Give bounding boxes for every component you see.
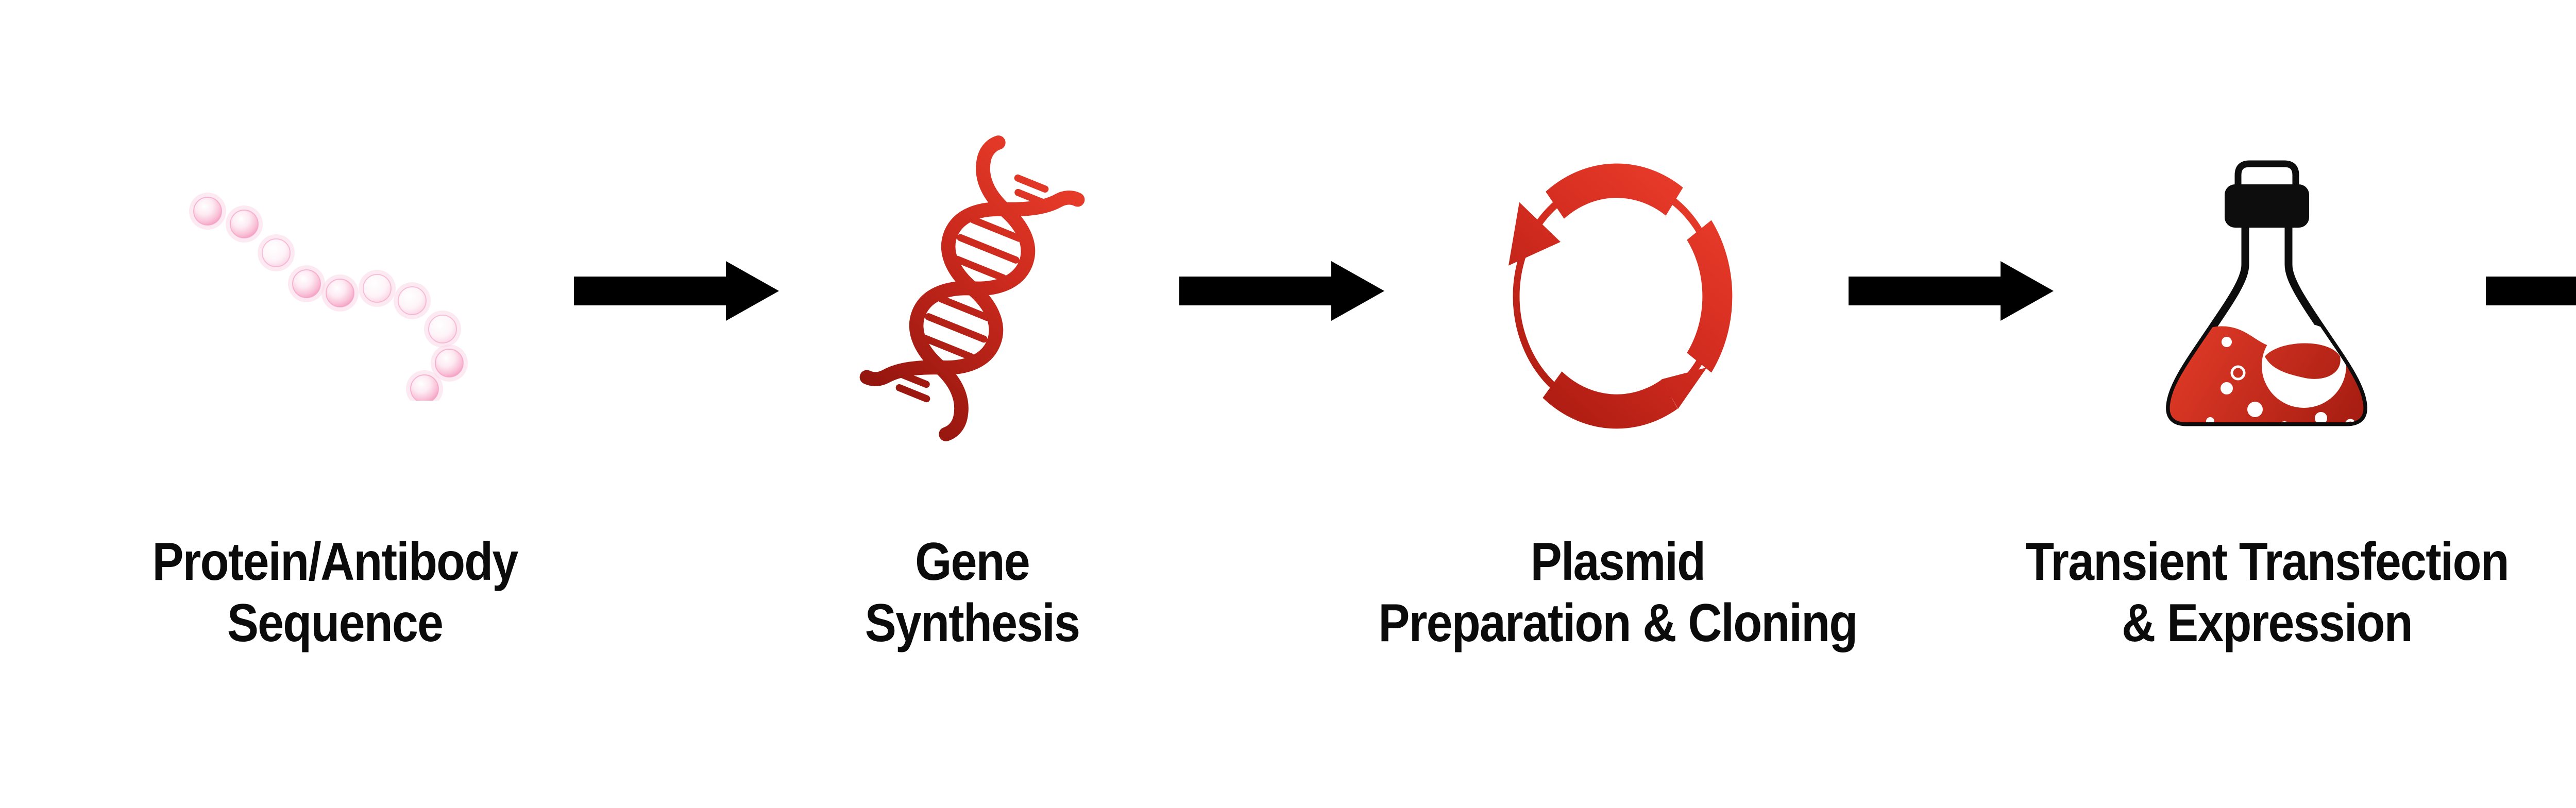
step-label: Protein/Antibody Sequence xyxy=(152,531,518,654)
culture-flask-icon xyxy=(2166,160,2367,426)
step-label: Transient Transfection & Expression xyxy=(2025,531,2510,654)
plasmid-circle-icon xyxy=(1509,163,1733,429)
step-label-line2: Sequence xyxy=(227,593,444,653)
step-label-line1: Transient Transfection xyxy=(2025,532,2510,592)
dna-helix-icon xyxy=(859,135,1085,441)
flow-arrow-2 xyxy=(1179,261,1384,321)
step-label: Plasmid Preparation & Cloning xyxy=(1378,531,1858,654)
step-label-line2: Synthesis xyxy=(865,593,1080,653)
peptide-chain-icon xyxy=(189,193,468,401)
step-label: Gene Synthesis xyxy=(865,531,1080,654)
flow-arrow-3 xyxy=(1849,261,2054,321)
step-label-line1: Protein/Antibody xyxy=(152,532,518,592)
step-label-line2: & Expression xyxy=(2122,593,2413,653)
step-label-line1: Gene xyxy=(915,532,1030,592)
step-label-line1: Plasmid xyxy=(1530,532,1706,592)
flow-arrow-4 xyxy=(2486,277,2576,305)
step-label-line2: Preparation & Cloning xyxy=(1378,593,1858,653)
flow-arrow-1 xyxy=(574,261,779,321)
